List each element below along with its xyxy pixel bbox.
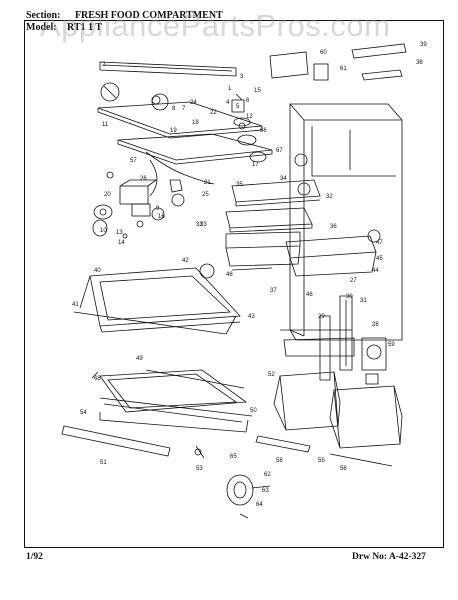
part-number-label: 63 <box>262 488 269 494</box>
crisper-front-trim <box>61 425 205 459</box>
part-number-label: 54 <box>80 410 87 416</box>
part-number-label: 53 <box>196 466 203 472</box>
part-number-label: 19 <box>170 128 177 134</box>
part-number-label: 60 <box>320 50 327 56</box>
part-number-label: 24 <box>190 100 197 106</box>
part-number-label: 10 <box>100 228 107 234</box>
part-number-label: 47 <box>376 240 383 246</box>
drawing-date: 1/92 <box>26 552 43 562</box>
part-number-label: 28 <box>372 322 379 328</box>
part-number-label: 5 <box>236 104 240 110</box>
part-number-label: 3 <box>240 74 244 80</box>
part-number-label: 20 <box>104 192 111 198</box>
part-number-label: 32 <box>326 194 333 200</box>
part-number-label: 25 <box>202 192 209 198</box>
part-number-label: 26 <box>140 176 147 182</box>
part-number-label: 43 <box>248 314 255 320</box>
part-number-label: 59 <box>388 342 395 348</box>
part-number-label: 64 <box>256 502 263 508</box>
part-number-label: 49 <box>136 356 143 362</box>
model-value: RT1 1 T <box>67 22 103 33</box>
section-header: Section: FRESH FOOD COMPARTMENT <box>26 10 223 21</box>
part-number-label: 11 <box>102 122 109 128</box>
part-number-label: 21 <box>204 180 211 186</box>
part-number-label: 18 <box>192 120 199 126</box>
part-number-label: 42 <box>182 258 189 264</box>
large-glass-shelf <box>73 267 241 335</box>
part-number-label: 2 <box>102 62 106 68</box>
crisper-drawers <box>255 371 403 467</box>
part-number-label: 52 <box>268 372 275 378</box>
part-number-label: 45 <box>376 256 383 262</box>
upper-right-parts <box>269 43 407 81</box>
middle-shelves <box>225 231 377 277</box>
part-number-label: 38 <box>416 60 423 66</box>
part-number-label: 62 <box>264 472 271 478</box>
part-number-label: 39 <box>420 42 427 48</box>
part-number-label: 17 <box>252 162 259 168</box>
thermostat-parts <box>100 82 246 130</box>
part-number-label: 44 <box>372 268 379 274</box>
upper-glass-shelf <box>225 179 321 233</box>
part-number-label: 41 <box>72 302 79 308</box>
callout-circles <box>199 153 381 279</box>
part-number-label: 13 <box>116 230 123 236</box>
crisper-cover <box>91 369 253 433</box>
model-label: Model: <box>26 22 57 33</box>
part-number-label: 67 <box>276 148 283 154</box>
drawing-number: Drw No: A-42-327 <box>352 552 426 562</box>
model-header: Model: RT1 1 T <box>26 22 102 33</box>
part-number-label: 16 <box>158 214 165 220</box>
part-number-label: 68 <box>94 376 101 382</box>
shelf-rails <box>280 295 355 381</box>
part-number-label: 56 <box>340 466 347 472</box>
part-number-label: 6 <box>246 98 250 104</box>
part-number-label: 35 <box>236 182 243 188</box>
light-fan-parts <box>92 171 185 239</box>
part-number-label: 65 <box>230 454 237 460</box>
part-number-label: 50 <box>250 408 257 414</box>
part-number-label: 1 <box>228 86 232 92</box>
diagram-frame <box>24 20 444 548</box>
section-label: Section: <box>26 10 61 21</box>
part-number-label: 8 <box>172 106 176 112</box>
lamp-cover <box>361 337 387 385</box>
part-number-label: 66 <box>260 128 267 134</box>
top-trim-bar <box>99 61 237 77</box>
part-number-label: 37 <box>270 288 277 294</box>
part-number-label: 57 <box>130 158 137 164</box>
part-number-label: 29 <box>318 314 325 320</box>
section-title: FRESH FOOD COMPARTMENT <box>74 10 223 21</box>
part-number-label: 48 <box>226 272 233 278</box>
control-housing <box>97 101 273 197</box>
part-number-label: 30 <box>346 294 353 300</box>
part-number-label: 27 <box>350 278 357 284</box>
part-number-label: 14 <box>118 240 125 246</box>
part-number-label: 15 <box>254 88 261 94</box>
part-number-label: 22 <box>210 110 217 116</box>
part-number-label: 61 <box>340 66 347 72</box>
part-number-label: 36 <box>330 224 337 230</box>
part-number-label: 55 <box>318 458 325 464</box>
part-number-label: 4 <box>226 100 230 106</box>
part-number-label: 23 <box>200 222 207 228</box>
part-number-label: 9 <box>156 206 160 212</box>
part-number-label: 40 <box>94 268 101 274</box>
part-number-label: 12 <box>246 114 253 120</box>
part-number-label: 46 <box>306 292 313 298</box>
part-number-label: 7 <box>182 106 186 112</box>
part-number-label: 33 <box>196 222 203 228</box>
part-number-label: 31 <box>360 298 367 304</box>
part-number-labels: 1234567891011121314151617181920212223242… <box>72 42 427 508</box>
part-number-label: 34 <box>280 176 287 182</box>
part-number-label: 51 <box>100 460 107 466</box>
part-number-label: 58 <box>276 458 283 464</box>
roller-assembly <box>226 474 271 519</box>
